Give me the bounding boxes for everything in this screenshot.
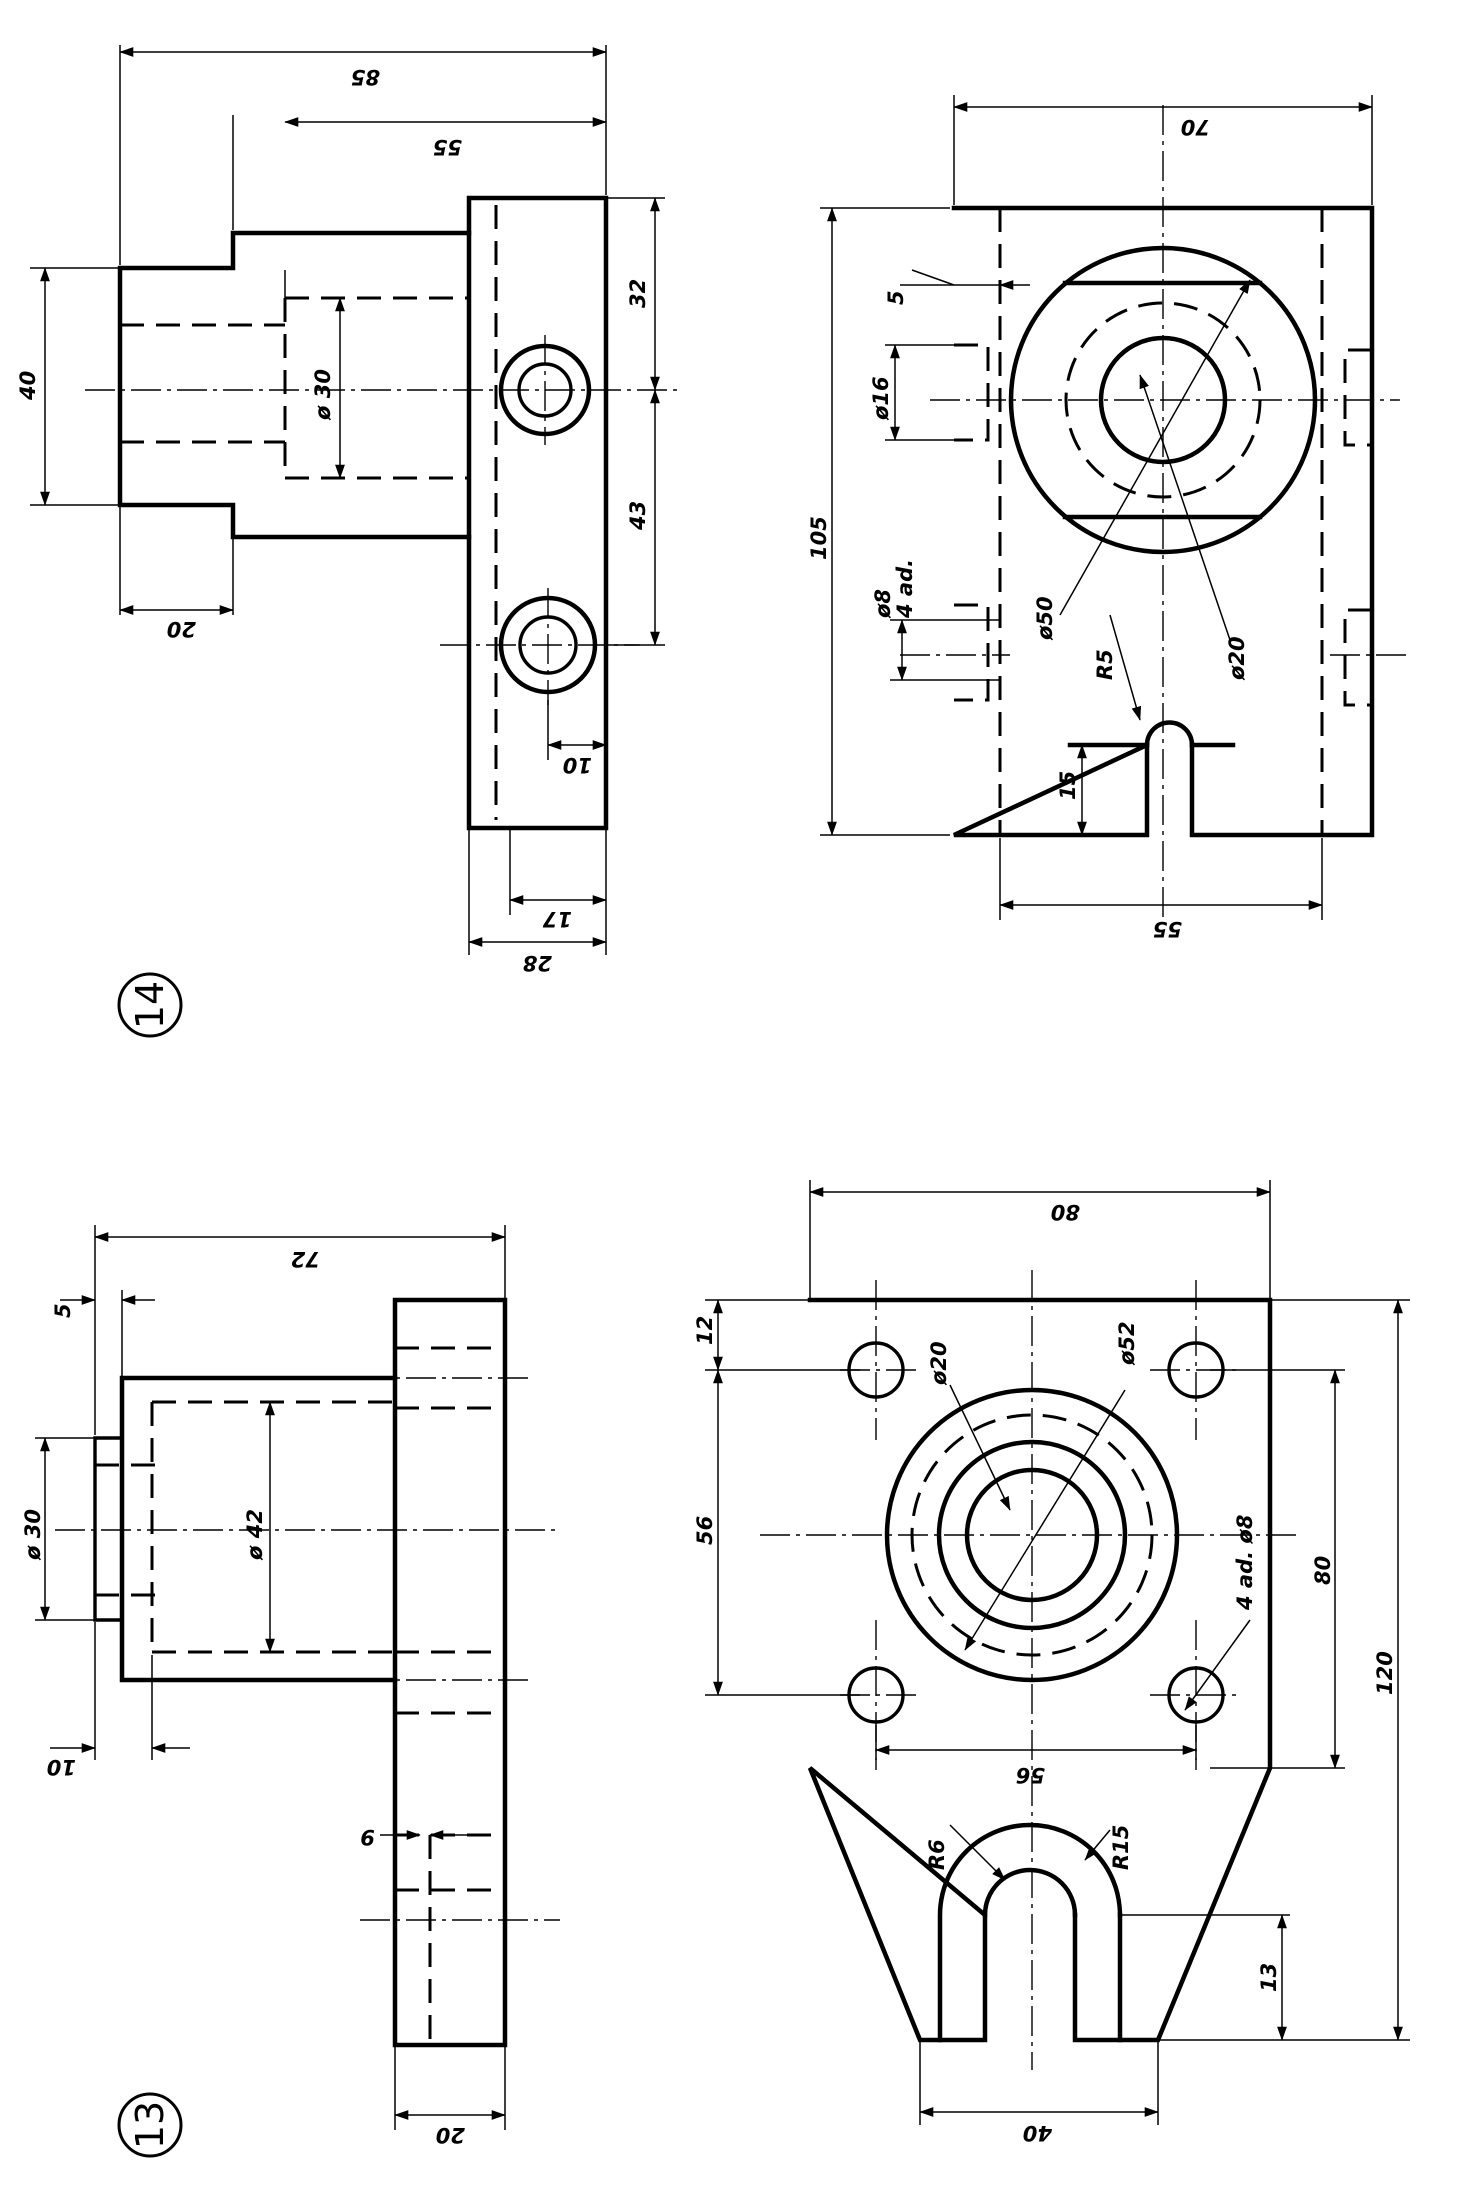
part13-circle-20: [964, 1467, 1100, 1603]
dim-r5-leader: [1109, 614, 1142, 721]
part14-tag: 14: [117, 972, 183, 1038]
part13-spigot-outline: [93, 1436, 122, 1622]
dim-15-label: 15: [1056, 771, 1080, 800]
part13-ext-right: [1160, 1299, 1410, 2041]
dim-42-label: ø 42: [243, 1509, 267, 1561]
part14-plan-view: 70 105 55 5 ø16 ø8 4 ad. ø50 ø20 R5 15: [807, 95, 1410, 941]
dim-dia20-leader: [1139, 374, 1231, 641]
dim-56b-label: 56: [1016, 1763, 1045, 1787]
part13-ext-left: [705, 1299, 860, 1696]
dim-dia52-label: ø52: [1115, 1321, 1139, 1366]
part14-ext-8: [890, 619, 1000, 681]
part14-hidden-cbore-right: [1343, 348, 1372, 707]
dim-holes-note-13: 4 ad. ø8: [1233, 1515, 1257, 1611]
part13-tag: 13: [117, 2092, 183, 2158]
dim-32-label: 32: [626, 279, 650, 308]
part13-plan-view: 80 12 56 ø20 ø52 80 120 4 ad. ø8 56 R6 R…: [693, 1180, 1410, 2145]
dim-85-label: 85: [351, 65, 380, 89]
dim-80-label: 80: [1051, 1200, 1080, 1224]
dim-55-label: 55: [433, 135, 462, 159]
dim-12-label: 12: [693, 1316, 717, 1345]
part14-plan-outline: [951, 205, 1375, 838]
dim-holes-note: 4 ad.: [893, 559, 917, 619]
dim-20b-label: 20: [436, 2123, 465, 2147]
dim-30-label: ø 30: [21, 1509, 45, 1561]
dim-dia50-leader: [1059, 279, 1251, 616]
dim-dia50-label: ø50: [1033, 596, 1057, 641]
dim-r5-label: R5: [1093, 649, 1117, 680]
dim-55b-label: 55: [1153, 917, 1182, 941]
part14-hidden-bore: [285, 296, 469, 480]
dim-9-label: 9: [360, 1825, 375, 1849]
dim-40b-label: 40: [1023, 2121, 1053, 2145]
dim-r6-label: R6: [925, 1839, 949, 1870]
part14-slot-end: [1144, 720, 1195, 748]
part13-hidden-holes-top: [395, 1346, 505, 1715]
dim-dia20-label: ø20: [1225, 636, 1249, 681]
part14-ext-20: [119, 505, 234, 615]
dim-17-label: 17: [542, 907, 572, 931]
part13-base-outline: [392, 1297, 508, 2048]
dim-r15-leader: [1084, 1829, 1111, 1861]
part13-hole-haxes: [840, 1369, 1240, 1696]
part13-ext-20: [394, 2045, 506, 2130]
part13-ext-10: [94, 1622, 153, 1760]
part14-boss-outline: [117, 230, 472, 540]
dim-105-label: 105: [807, 516, 831, 560]
dim-10b-label: 10: [47, 1755, 76, 1779]
part14-hidden-front: [120, 323, 285, 444]
part14-hidden-cbore-left: [954, 343, 990, 702]
part13-boss-outline: [119, 1375, 398, 1683]
dim-dia30-label: ø 30: [311, 369, 335, 421]
dim-8-label: ø8: [871, 589, 895, 619]
part14-ext-55: [999, 838, 1323, 920]
dim-dia20b-label: ø20: [927, 1341, 951, 1386]
part14-side-view: 85 55 40 ø 30 32 43 20 10 17 28: [16, 45, 680, 975]
part13-tag-circle: [117, 2092, 183, 2158]
dim-43-label: 43: [626, 501, 650, 531]
dim-56-label: 56: [693, 1516, 717, 1545]
part13-hidden-slot: [395, 1833, 505, 1892]
part13-side-view: 72 5 ø 30 ø 42 10 9 20: [21, 1225, 560, 2147]
part13-slot-end: [982, 1867, 1078, 1918]
part14-plate-outline: [466, 195, 609, 831]
dim-5-label: 5: [884, 290, 908, 305]
dim-5-leader: [911, 269, 955, 286]
part14-tag-number: 14: [128, 981, 172, 1029]
part13-plan-outline: [807, 1297, 1273, 2043]
part14-ext-105: [820, 207, 950, 836]
part13-tag-number: 13: [128, 2101, 172, 2149]
part13-hidden-spigot: [95, 1463, 160, 1597]
dim-40-label: 40: [16, 371, 40, 401]
dim-28-label: 28: [523, 951, 552, 975]
dim-dia20b-leader: [949, 1384, 1011, 1511]
part14-ext-40: [30, 267, 120, 506]
part13-slot-boss-left: [937, 1822, 1123, 2043]
dim-70-label: 70: [1181, 115, 1210, 139]
dim-holes-leader: [1184, 1619, 1251, 1711]
part14-ext-32-43: [606, 197, 665, 646]
dim-120-label: 120: [1373, 1651, 1397, 1695]
dim-dia52-leader: [964, 1389, 1126, 1651]
dim-13-label: 13: [1257, 1963, 1281, 1992]
dim-r15-label: R15: [1109, 1825, 1133, 1870]
part13-ext-80: [809, 1180, 1271, 1298]
part13-hidden-bore: [152, 1400, 395, 1654]
dim-20-label: 20: [167, 617, 196, 641]
part14-tag-circle: [117, 972, 183, 1038]
part14-ext-bottom: [468, 700, 607, 955]
dim-10-label: 10: [563, 753, 592, 777]
dim-72-label: 72: [291, 1247, 320, 1271]
part14-ext-70: [953, 95, 1373, 205]
dim-5b-label: 5: [51, 1303, 75, 1318]
dim-r6-leader: [949, 1824, 1006, 1881]
dim-80b-label: 80: [1311, 1556, 1335, 1585]
part13-ext-56b: [875, 1725, 1197, 1760]
dim-16-label: ø16: [869, 376, 893, 421]
part13-hole-vaxes: [875, 1280, 1197, 1770]
